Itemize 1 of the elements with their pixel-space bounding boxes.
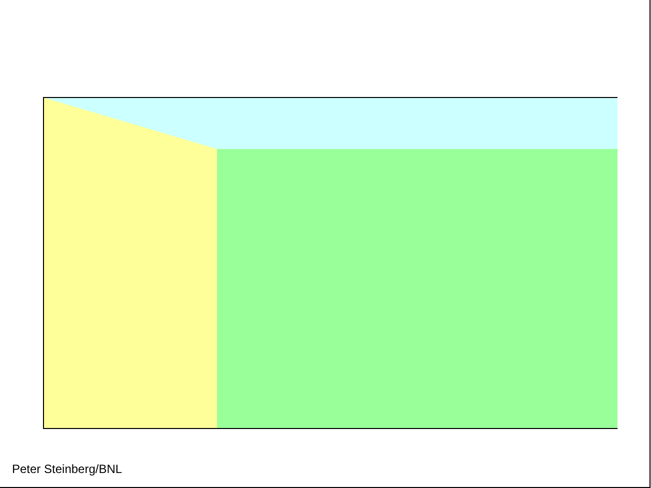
credit-text: Peter Steinberg/BNL <box>12 462 122 476</box>
